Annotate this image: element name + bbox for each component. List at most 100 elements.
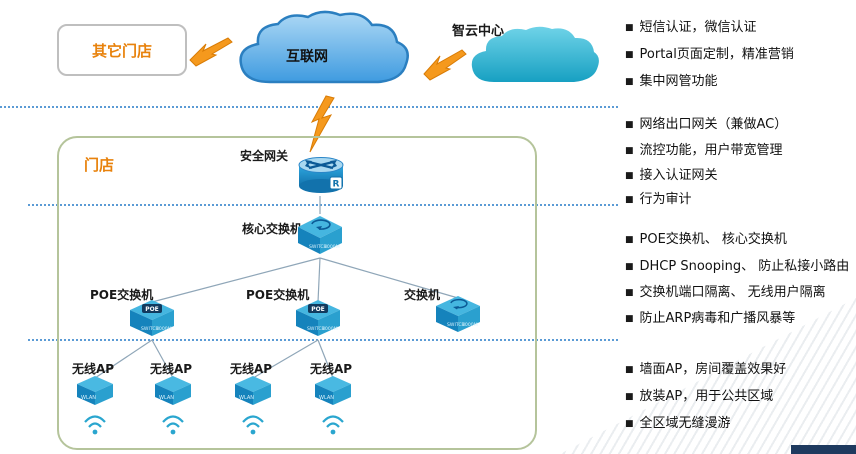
bullet-icon: ■ [625, 23, 634, 33]
sw3-speed-text: 1000M [462, 322, 478, 328]
cloud-center-label: 智云中心 [452, 24, 505, 39]
sw3-left-face [436, 306, 458, 332]
bullet-icon: ■ [625, 314, 634, 324]
bullet-icon: ■ [625, 392, 634, 402]
ap1-left-face [77, 384, 95, 405]
bullet-icon: ■ [625, 50, 634, 60]
ap2-right-face [173, 384, 191, 405]
note-text: 墙面AP，房间覆盖效果好 [639, 362, 787, 377]
note-item: ■ 流控功能，用户带宽管理 [625, 143, 855, 159]
section-divider-1 [0, 106, 618, 108]
poe-switch-2-label: POE交换机 [246, 288, 310, 302]
note-item: ■ 行为审计 [625, 192, 855, 208]
store-group-box [57, 136, 537, 450]
core-switch-label: 核心交换机 [242, 222, 303, 236]
note-text: 放装AP，用于公共区域 [639, 389, 774, 404]
ap-3-icon: WLAN [235, 376, 271, 405]
ap3-left-face [235, 384, 253, 405]
note-text: 全区域无缝漫游 [639, 416, 731, 431]
note-item: ■ 短信认证，微信认证 [625, 20, 855, 36]
gateway-label: 安全网关 [240, 149, 289, 163]
ap4-left-face [315, 384, 333, 405]
router-badge-text: R [333, 180, 340, 190]
wifi-signal-4-icon [322, 415, 344, 435]
note-item: ■ 放装AP，用于公共区域 [625, 389, 855, 405]
router-icon: R [298, 157, 344, 193]
poe1-face-text: SWITCH [141, 326, 159, 332]
ap1-right-face [95, 384, 113, 405]
ap3-right-face [253, 384, 271, 405]
poe2-badge [308, 304, 328, 313]
note-item: ■ 集中网管功能 [625, 74, 855, 90]
poe-switch-2-icon: POE SWITCH 1000M [296, 300, 340, 336]
note-item: ■ 网络出口网关（兼做AC） [625, 117, 855, 133]
ap4-face-text: WLAN [319, 395, 334, 401]
other-store-node: 其它门店 [57, 24, 187, 76]
ap-2-label: 无线AP [150, 362, 193, 376]
note-item: ■ 全区域无缝漫游 [625, 416, 855, 432]
ap2-face-text: WLAN [159, 395, 174, 401]
note-item: ■ POE交换机、 核心交换机 [625, 232, 855, 248]
bullet-icon: ■ [625, 235, 634, 245]
poe2-right-face [318, 310, 340, 336]
poe2-face-text: SWITCH [307, 326, 325, 332]
lightning-left [189, 37, 233, 67]
core-switch-routing-icon [311, 219, 331, 230]
note-text: 流控功能，用户带宽管理 [639, 143, 783, 158]
lightning-right [423, 49, 467, 81]
bullet-icon: ■ [625, 171, 634, 181]
note-text: 集中网管功能 [639, 74, 718, 89]
internet-label: 互联网 [286, 49, 328, 65]
poe-switch-1-label: POE交换机 [90, 288, 154, 302]
core-switch-routing-arrow [316, 226, 322, 230]
poe1-speed-text: 1000M [156, 326, 172, 332]
sw3-switching-icon [450, 298, 468, 309]
switch-3-label: 交换机 [404, 288, 441, 302]
bullet-icon: ■ [625, 288, 634, 298]
poe2-left-face [296, 310, 318, 336]
bullet-icon: ■ [625, 120, 634, 130]
wifi-signal-3-icon [242, 415, 264, 435]
sw3-face-text: SWITCH [447, 322, 465, 328]
store-label: 门店 [84, 156, 115, 174]
internet-cloud-shape [239, 10, 409, 84]
ap3-face-text: WLAN [239, 395, 254, 401]
note-item: ■ 防止ARP病毒和广播风暴等 [625, 311, 855, 327]
router-arrowheads [305, 160, 337, 169]
bullet-icon: ■ [625, 365, 634, 375]
ap-1-icon: WLAN [77, 376, 113, 405]
poe1-left-face [130, 310, 152, 336]
note-text: 短信认证，微信认证 [639, 20, 757, 35]
section-divider-2 [28, 204, 618, 206]
note-text: 接入认证网关 [639, 168, 718, 183]
poe1-right-face [152, 310, 174, 336]
ap1-face-text: WLAN [81, 395, 96, 401]
note-text: 交换机端口隔离、 无线用户隔离 [639, 285, 826, 300]
sw3-switching-arrow [453, 306, 459, 310]
note-item: ■ DHCP Snooping、 防止私接小路由 [625, 259, 855, 275]
note-text: 网络出口网关（兼做AC） [639, 117, 788, 132]
wifi-signal-1-icon [84, 415, 106, 435]
bottom-accent-bar [791, 445, 856, 454]
bullet-icon: ■ [625, 77, 634, 87]
bullet-icon: ■ [625, 262, 634, 272]
core-switch-left-face [298, 227, 320, 254]
cloud-center-icon [471, 26, 599, 82]
note-item: ■ 交换机端口隔离、 无线用户隔离 [625, 285, 855, 301]
cloud-center-shape [471, 26, 599, 82]
poe-switch-1-icon: POE SWITCH 1000M [130, 300, 174, 336]
sw3-right-face [458, 306, 480, 332]
ap4-right-face [333, 384, 351, 405]
note-item: ■ 墙面AP，房间覆盖效果好 [625, 362, 855, 378]
bullet-icon: ■ [625, 146, 634, 156]
bullet-icon: ■ [625, 419, 634, 429]
poe1-badge-text: POE [145, 306, 159, 313]
note-item: ■ 接入认证网关 [625, 168, 855, 184]
ap-2-icon: WLAN [155, 376, 191, 405]
ap-3-label: 无线AP [230, 362, 273, 376]
poe2-speed-text: 1000M [322, 326, 338, 332]
internet-cloud-icon [239, 10, 409, 84]
note-text: Portal页面定制，精准营销 [639, 47, 794, 62]
note-text: 防止ARP病毒和广播风暴等 [639, 311, 796, 326]
ap-4-label: 无线AP [310, 362, 353, 376]
